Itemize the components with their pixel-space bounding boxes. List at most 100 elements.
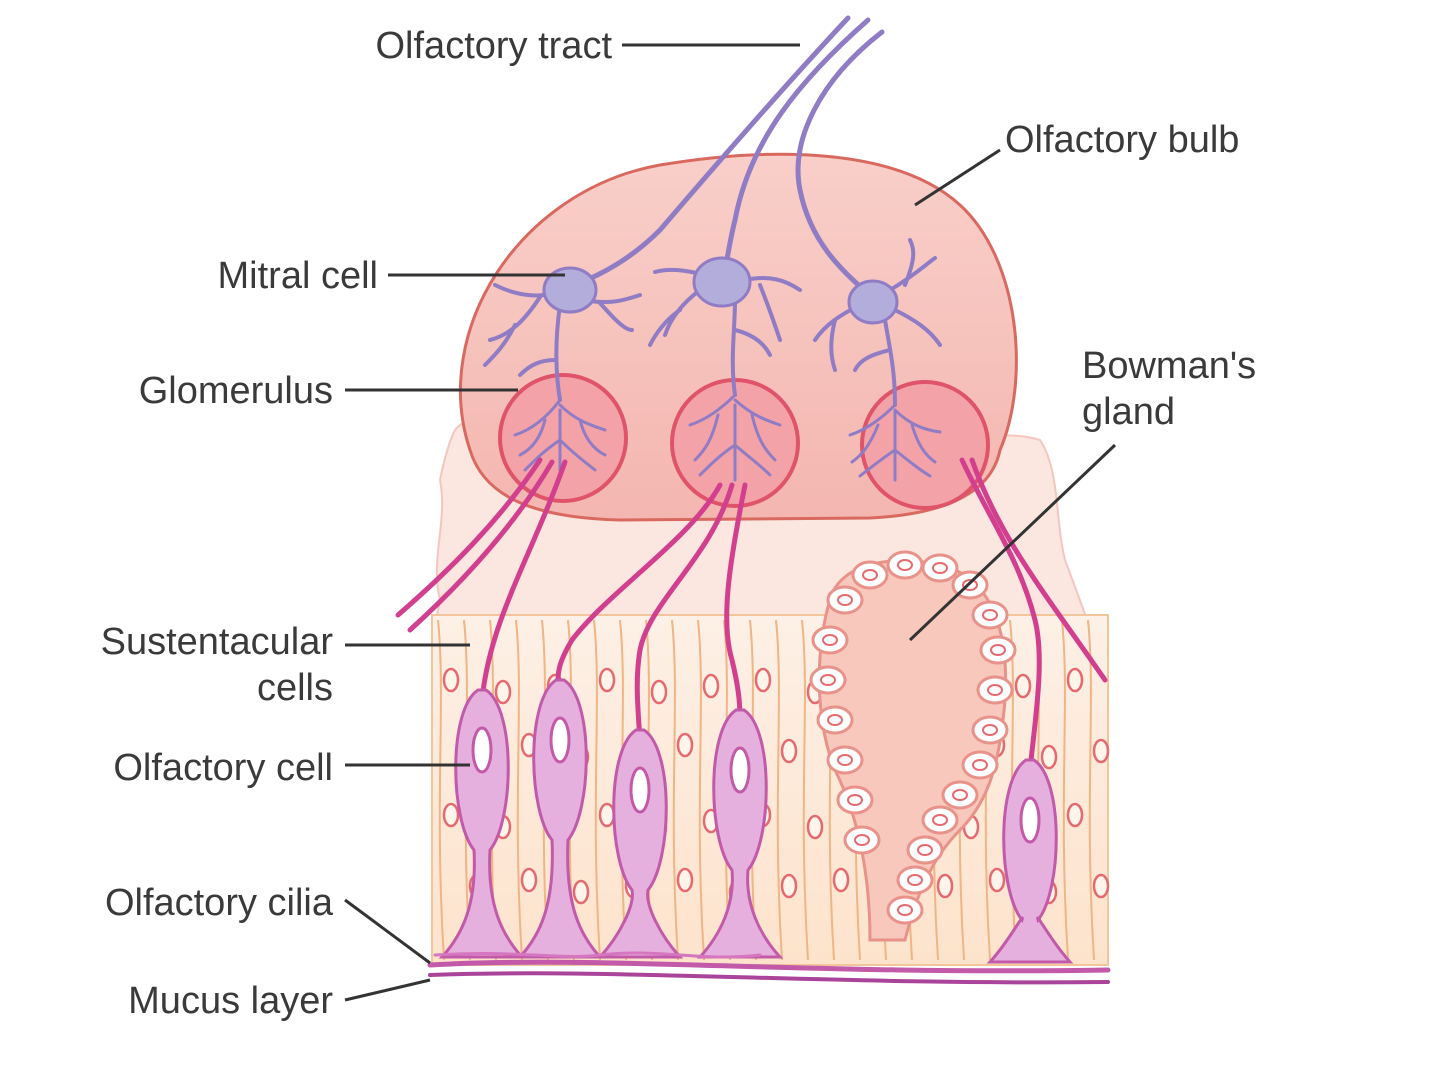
sustentacular-nucleus xyxy=(988,867,1006,893)
gland-cell-nucleus xyxy=(952,789,968,801)
sustentacular-nucleus xyxy=(1066,802,1084,828)
gland-cell xyxy=(886,550,924,580)
mitral-cell-1 xyxy=(542,266,598,314)
gland-cell xyxy=(921,805,959,835)
sustentacular-nucleus xyxy=(572,879,590,905)
olfactory-cell xyxy=(596,728,684,959)
gland-cell xyxy=(961,750,999,780)
label-mucus-layer: Mucus layer xyxy=(128,980,333,1022)
sustentacular-nucleus xyxy=(520,867,538,893)
sustentacular-nucleus xyxy=(1092,873,1110,899)
label-sustentacular-line1: Sustentacular xyxy=(101,621,334,663)
olfactory-cell-nucleus xyxy=(729,746,751,794)
label-glomerulus: Glomerulus xyxy=(139,370,333,412)
gland-cell-nucleus xyxy=(962,579,978,591)
sustentacular-cell-border xyxy=(671,619,679,961)
gland-cell-nucleus xyxy=(987,684,1003,696)
sustentacular-cell-border xyxy=(593,619,601,961)
glomerular-arborization xyxy=(513,393,942,482)
gland-cell-nucleus xyxy=(897,559,913,571)
gland-cell xyxy=(886,895,924,925)
gland-cell xyxy=(851,560,889,590)
sustentacular-nucleus xyxy=(806,814,824,840)
gland-cell xyxy=(979,635,1017,665)
sustentacular-cell-border xyxy=(1087,619,1095,961)
label-olfactory-cell: Olfactory cell xyxy=(113,747,333,789)
gland-cell xyxy=(826,585,864,615)
gland-cell xyxy=(809,665,847,695)
mitral-cell-3 xyxy=(847,279,899,325)
gland-cell-nucleus xyxy=(907,874,923,886)
label-olfactory-bulb: Olfactory bulb xyxy=(1005,119,1239,161)
gland-cell-nucleus xyxy=(917,844,933,856)
leader-lines xyxy=(344,43,1117,1002)
olfactory-cells xyxy=(438,678,1074,964)
sustentacular-nucleus xyxy=(754,667,772,693)
mucus-layer xyxy=(427,951,1111,985)
sustentacular-nucleus xyxy=(442,802,460,828)
sustentacular-nucleus xyxy=(1040,744,1058,770)
label-olfactory-cilia: Olfactory cilia xyxy=(105,882,334,924)
bowmans-gland xyxy=(809,550,1017,942)
sustentacular-nucleus xyxy=(936,873,954,899)
sustentacular-cell-border xyxy=(801,619,809,961)
olfactory-cell-nucleus xyxy=(549,716,571,764)
glomerulus-3 xyxy=(860,380,990,510)
gland-cell xyxy=(836,785,874,815)
sustentacular-nucleus xyxy=(598,802,616,828)
gland-cell xyxy=(826,745,864,775)
sustentacular-cell-border xyxy=(775,619,783,961)
gland-cell-nucleus xyxy=(822,634,838,646)
olfactory-tract-fibers xyxy=(572,15,885,298)
sustentacular-nucleus xyxy=(832,867,850,893)
sustentacular-nucleus xyxy=(1092,738,1110,764)
sustentacular-cell-border xyxy=(697,619,705,961)
sustentacular-nucleus xyxy=(780,738,798,764)
olfactory-cell-nucleus xyxy=(471,726,493,774)
gland-cell xyxy=(843,825,881,855)
sustentacular-nucleus xyxy=(494,679,512,705)
sustentacular-nucleus xyxy=(676,732,694,758)
gland-cell-nucleus xyxy=(982,609,998,621)
gland-cell-nucleus xyxy=(932,814,948,826)
label-mitral-cell: Mitral cell xyxy=(218,255,378,297)
gland-cell xyxy=(816,705,854,735)
sustentacular-cell-border xyxy=(1061,619,1069,961)
sustentacular-cell-border xyxy=(515,619,523,961)
gland-cell xyxy=(921,553,959,583)
label-bowmans-gland-line1: Bowman's xyxy=(1082,345,1256,387)
gland-cell-nucleus xyxy=(827,714,843,726)
label-sustentacular-line2: cells xyxy=(257,667,333,709)
sustentacular-nucleus xyxy=(780,873,798,899)
gland-cell-nucleus xyxy=(837,594,853,606)
gland-cell-nucleus xyxy=(837,754,853,766)
gland-cell-nucleus xyxy=(820,674,836,686)
gland-cell-nucleus xyxy=(982,724,998,736)
sustentacular-nucleus xyxy=(702,673,720,699)
olfactory-axons xyxy=(395,457,1108,773)
label-bowmans-gland-line2: gland xyxy=(1082,391,1175,433)
olfactory-cell-nucleus xyxy=(629,766,651,814)
sustentacular-nucleus xyxy=(598,667,616,693)
gland-cell-nucleus xyxy=(862,569,878,581)
sustentacular-nucleus xyxy=(650,679,668,705)
sustentacular-nucleus xyxy=(1066,667,1084,693)
gland-cell-nucleus xyxy=(854,834,870,846)
sustentacular-nucleus xyxy=(676,867,694,893)
gland-cell xyxy=(906,835,944,865)
sustentacular-nucleus xyxy=(1014,673,1032,699)
gland-cell-nucleus xyxy=(847,794,863,806)
olfactory-cell-nucleus xyxy=(1019,796,1041,844)
gland-cell xyxy=(971,600,1009,630)
sustentacular-nucleus xyxy=(442,667,460,693)
gland-cell xyxy=(971,715,1009,745)
label-olfactory-tract: Olfactory tract xyxy=(376,25,613,67)
gland-cell xyxy=(896,865,934,895)
gland-cell-nucleus xyxy=(932,562,948,574)
gland-cell xyxy=(976,675,1014,705)
sustentacular-cell-border xyxy=(437,619,445,961)
gland-cell-nucleus xyxy=(897,904,913,916)
gland-cell-nucleus xyxy=(972,759,988,771)
